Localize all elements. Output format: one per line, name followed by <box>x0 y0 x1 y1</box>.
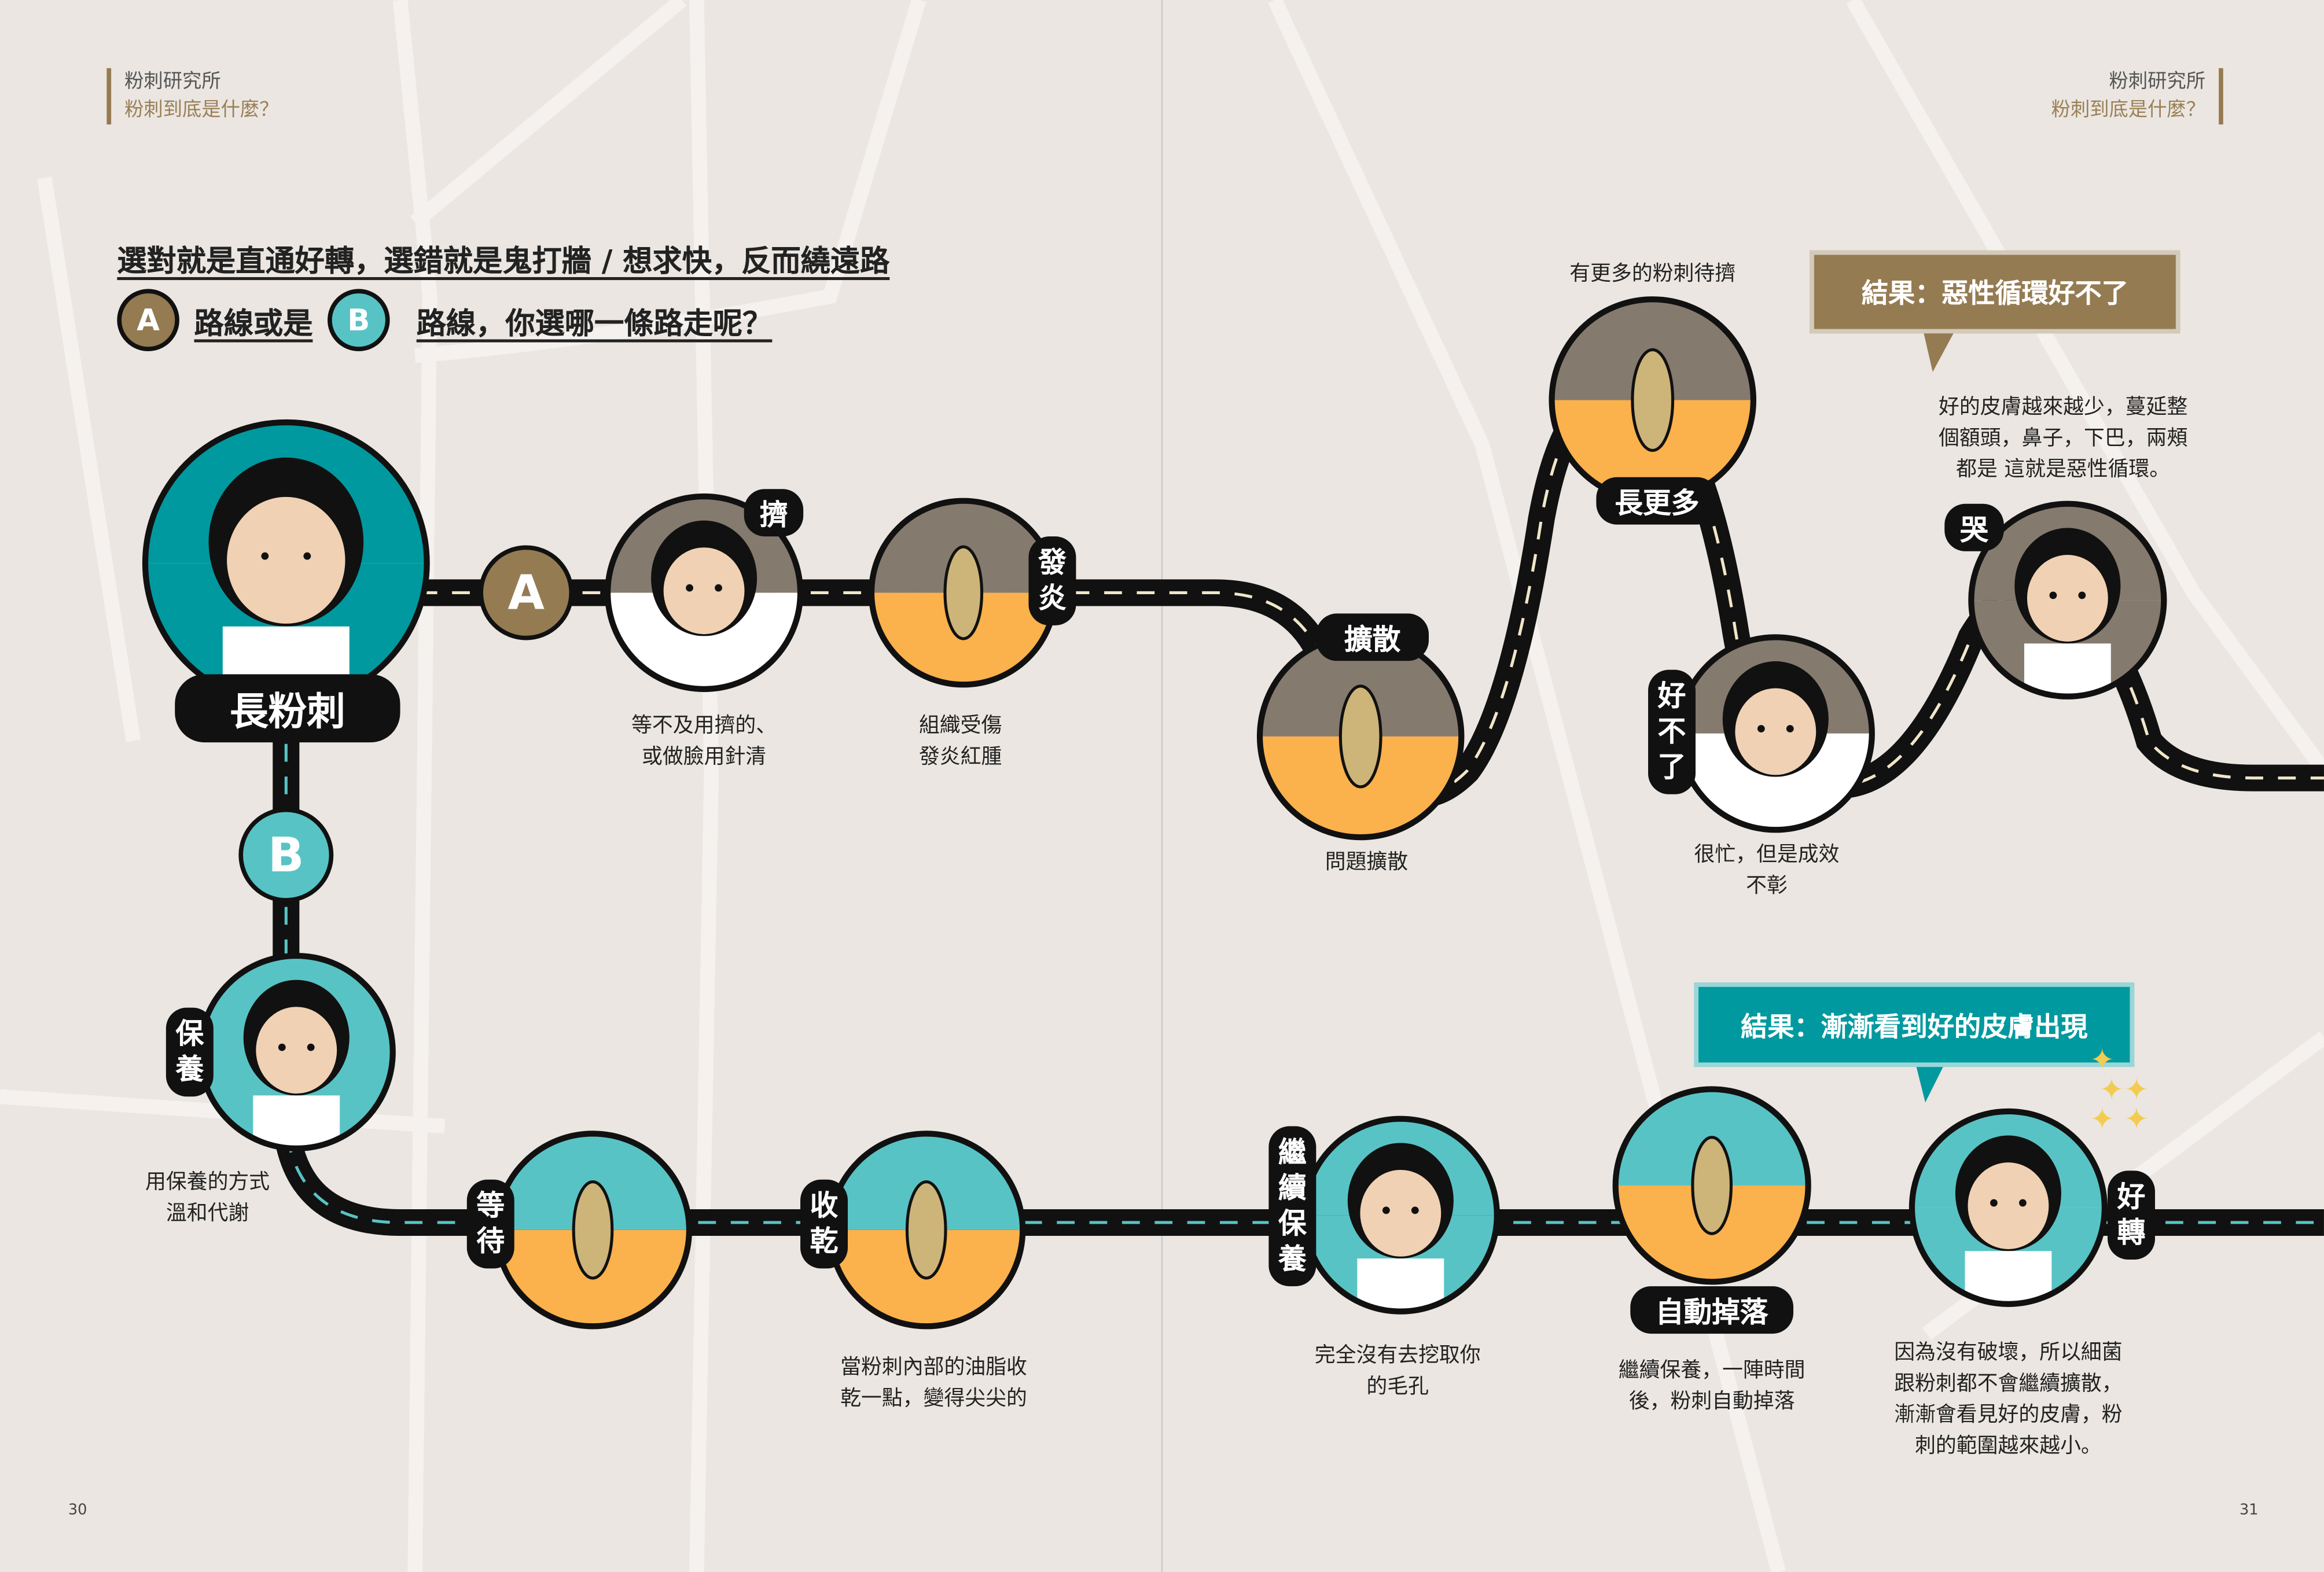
step-tag: 擠 <box>744 489 804 537</box>
start-circle <box>142 419 430 707</box>
caption-line: 當粉刺內部的油脂收 <box>840 1356 1027 1380</box>
step-tag: 收乾 <box>800 1179 848 1269</box>
step-caption: 問題擴散 <box>1189 848 1545 879</box>
result-box-good: 結果：漸漸看到好的皮膚出現 <box>1694 982 2135 1067</box>
sparkle-icon: ✦ ✦✦✦ ✦ <box>2090 1041 2149 1137</box>
badge-b: B <box>328 289 390 352</box>
step-caption: 很忙，但是成效不彰 <box>1589 840 1945 903</box>
badge-a: A <box>117 289 179 352</box>
speech-tail <box>1924 333 1954 372</box>
caption-line: 問題擴散 <box>1325 851 1409 875</box>
step-caption: 當粉刺內部的油脂收乾一點，變得尖尖的 <box>756 1353 1112 1415</box>
wait-circle <box>493 1131 693 1330</box>
question-mid: 路線或是 <box>194 304 313 340</box>
route-b-badge: B <box>238 807 334 903</box>
caption-line: 等不及用擠的、 <box>631 714 777 738</box>
step-tag: 長更多 <box>1596 477 1718 525</box>
step-tag: 自動掉落 <box>1630 1286 1794 1334</box>
running-header-right: 粉刺研究所 粉刺到底是什麼？ <box>2051 68 2223 125</box>
step-caption: 等不及用擠的、或做臉用針清 <box>526 711 882 774</box>
step-tag: 好轉 <box>2108 1170 2155 1260</box>
chapter-title: 粉刺到底是什麼？ <box>2051 99 2206 122</box>
caption-line: 繼續保養，一陣時間 <box>1618 1359 1805 1383</box>
caption-line: 組織受傷 <box>918 714 1002 738</box>
question-line-2: A 路線或是 B 路線，你選哪一條路走呢？ <box>117 289 773 352</box>
dry-circle <box>827 1131 1026 1330</box>
caption-line: 有更多的粉刺待擠 <box>1569 262 1736 286</box>
page-number-left: 30 <box>68 1503 87 1519</box>
caption-line: 很忙，但是成效 <box>1694 843 1840 867</box>
caption-line: 溫和代謝 <box>166 1202 249 1226</box>
caption-line: 刺的範圍越來越小。 <box>1915 1434 2102 1459</box>
step-caption: 繼續保養，一陣時間後，粉刺自動掉落 <box>1534 1356 1890 1418</box>
question-end: 路線，你選哪一條路走呢？ <box>416 304 773 340</box>
caption-line: 發炎紅腫 <box>918 745 1002 770</box>
step-caption: 組織受傷發炎紅腫 <box>782 711 1138 774</box>
crying-circle <box>1968 500 2167 700</box>
chapter-title: 粉刺到底是什麼？ <box>124 99 279 122</box>
caption-line: 都是 這就是惡性循環。 <box>1956 458 2171 482</box>
step-caption: 完全沒有去挖取你的毛孔 <box>1220 1341 1576 1404</box>
skincare-circle <box>197 952 396 1152</box>
caption-line: 跟粉刺都不會繼續擴散， <box>1894 1372 2123 1396</box>
not-healing-circle <box>1676 634 1875 833</box>
step-caption: 好的皮膚越來越少，蔓延整個額頭，鼻子，下巴，兩頰都是 這就是惡性循環。 <box>1885 393 2241 486</box>
caption-line: 乾一點，變得尖尖的 <box>840 1387 1027 1411</box>
caption-line: 個額頭，鼻子，下巴，兩頰 <box>1939 426 2188 451</box>
step-tag: 發炎 <box>1028 536 1076 625</box>
question-line-1: 選對就是直通好轉，選錯就是鬼打牆 / 想求快，反而繞遠路 <box>117 243 890 279</box>
start-label: 長粉刺 <box>175 674 400 743</box>
fall-off-circle <box>1612 1086 1811 1285</box>
step-caption: 有更多的粉刺待擠 <box>1474 259 1830 290</box>
caption-line: 完全沒有去挖取你 <box>1314 1344 1481 1368</box>
step-tag: 等待 <box>466 1179 514 1269</box>
step-tag: 好不了 <box>1648 669 1696 794</box>
caption-line: 漸漸會看見好的皮膚，粉 <box>1894 1403 2123 1427</box>
caption-line: 不彰 <box>1746 874 1788 899</box>
series-title: 粉刺研究所 <box>124 71 221 94</box>
caption-line: 因為沒有破壞，所以細菌 <box>1894 1341 2123 1365</box>
step-tag: 哭 <box>1944 503 2004 551</box>
caption-line: 或做臉用針清 <box>641 745 767 770</box>
step-caption: 因為沒有破壞，所以細菌跟粉刺都不會繼續擴散， 漸漸會看見好的皮膚，粉刺的範圍越來越… <box>1830 1338 2186 1463</box>
continue-care-circle <box>1301 1116 1500 1315</box>
series-title: 粉刺研究所 <box>2109 71 2206 94</box>
step-tag: 保養 <box>166 1007 214 1097</box>
better-circle <box>1909 1108 2108 1307</box>
result-box-bad: 結果：惡性循環好不了 <box>1810 250 2180 334</box>
caption-line: 的毛孔 <box>1366 1375 1429 1399</box>
step-caption: 用保養的方式溫和代謝 <box>30 1168 385 1230</box>
more-circle <box>1549 296 1757 504</box>
page-number-right: 31 <box>2239 1503 2259 1519</box>
speech-tail <box>1916 1067 1943 1103</box>
spread-circle <box>1256 632 1465 841</box>
caption-line: 後，粉刺自動掉落 <box>1628 1390 1795 1414</box>
step-tag: 擴散 <box>1316 613 1429 661</box>
step-tag: 繼續保養 <box>1268 1126 1317 1287</box>
caption-line: 好的皮膚越來越少，蔓延整 <box>1939 395 2188 419</box>
caption-line: 用保養的方式 <box>145 1170 270 1195</box>
route-a-badge: A <box>479 545 574 640</box>
running-header-left: 粉刺研究所 粉刺到底是什麼？ <box>106 68 279 125</box>
